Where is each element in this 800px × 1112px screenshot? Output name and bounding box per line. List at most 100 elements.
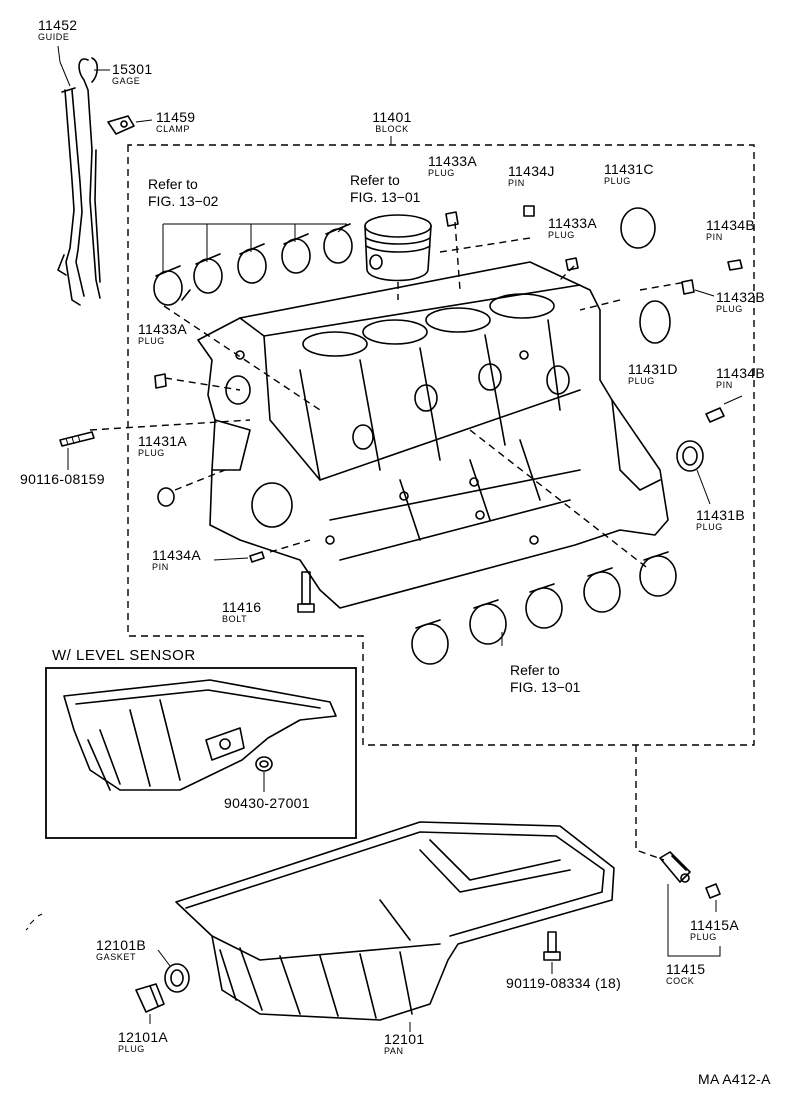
plug-12101a bbox=[135, 983, 165, 1013]
plug-11433a-top bbox=[445, 211, 459, 227]
part-number: 12101A bbox=[118, 1029, 169, 1045]
part-name: PLUG bbox=[548, 230, 575, 240]
part-name: CLAMP bbox=[156, 124, 191, 134]
part-name: PLUG bbox=[696, 522, 723, 532]
plug-11431c bbox=[620, 207, 656, 249]
part-name: PLUG bbox=[604, 176, 631, 186]
part-number: 11416 bbox=[222, 599, 262, 615]
reference-piston: Refer to FIG. 13−01 bbox=[350, 172, 420, 206]
reference-line: Refer to bbox=[350, 172, 400, 188]
callout-block-11401: 11401 BLOCK bbox=[370, 110, 414, 134]
part-number: 11431A bbox=[138, 433, 188, 449]
part-number: 12101 bbox=[384, 1031, 425, 1047]
plug-11431b bbox=[676, 440, 704, 472]
inset-oil-pan bbox=[63, 679, 337, 791]
bearing-dashed-leader bbox=[163, 305, 651, 571]
gasket-12101b bbox=[164, 963, 190, 993]
callout-plug-11415a: 11415A PLUG bbox=[690, 918, 739, 942]
reference-figure: FIG. 13−01 bbox=[350, 189, 421, 205]
reference-bearings-lower: Refer to FIG. 13−01 bbox=[510, 662, 580, 696]
part-number: 12101B bbox=[96, 937, 147, 953]
piston-part bbox=[364, 214, 432, 282]
part-name: PLUG bbox=[628, 376, 655, 386]
figure-code: MA A412-A bbox=[698, 1071, 771, 1087]
plug-11431d bbox=[639, 300, 671, 344]
part-number: 11434J bbox=[508, 163, 555, 179]
plug-11415a bbox=[705, 883, 721, 899]
callout-pin-11434b-top: 11434B PIN bbox=[706, 218, 755, 242]
level-sensor-inset-frame bbox=[45, 667, 357, 839]
part-number: 11432B bbox=[716, 289, 766, 305]
callout-plug-11431c: 11431C PLUG bbox=[604, 162, 654, 186]
part-number: 11459 bbox=[156, 109, 196, 125]
pin-11434j bbox=[523, 205, 535, 217]
upper-bearings bbox=[153, 223, 353, 306]
part-number: 90119-08334 (18) bbox=[506, 975, 622, 991]
oil-level-guide bbox=[57, 87, 85, 306]
bolt-90119 bbox=[543, 931, 561, 961]
callout-gage-15301: 15301 GAGE bbox=[112, 62, 152, 86]
reference-line: Refer to bbox=[510, 662, 560, 678]
cock-bracket bbox=[667, 884, 721, 957]
pin-11434b-leader bbox=[723, 395, 743, 405]
part-number: 11433A bbox=[138, 321, 188, 337]
reference-figure: FIG. 13−02 bbox=[148, 193, 219, 209]
callout-bolt-90119: 90119-08334 (18) bbox=[506, 976, 621, 990]
oil-level-gage bbox=[78, 57, 101, 299]
cylinder-block bbox=[197, 261, 669, 609]
callout-plug-11431a: 11431A PLUG bbox=[138, 434, 187, 458]
callout-dowel-90116: 90116-08159 bbox=[20, 472, 105, 486]
part-name: BOLT bbox=[222, 614, 248, 624]
callout-bolt-11416: 11416 BOLT bbox=[222, 600, 261, 624]
gasket-90430 bbox=[255, 756, 273, 772]
stray-marks bbox=[25, 913, 43, 931]
part-name: PIN bbox=[716, 380, 733, 390]
callout-plug-12101a: 12101A PLUG bbox=[118, 1030, 168, 1054]
part-name: PIN bbox=[706, 232, 723, 242]
lower-bearings bbox=[411, 551, 677, 665]
part-number: 11431D bbox=[628, 361, 678, 377]
clamp-leader bbox=[135, 119, 153, 123]
callout-clamp-11459: 11459 CLAMP bbox=[156, 110, 195, 134]
plug-dashed-leaders bbox=[89, 221, 687, 553]
pin-11434a bbox=[249, 551, 265, 563]
part-name: PIN bbox=[152, 562, 169, 572]
part-number: 11434A bbox=[152, 547, 202, 563]
part-name: PAN bbox=[384, 1046, 404, 1056]
callout-plug-11431d: 11431D PLUG bbox=[628, 362, 678, 386]
plug-11431b-leader bbox=[696, 469, 711, 505]
guide-leader bbox=[57, 45, 71, 87]
part-name: BLOCK bbox=[375, 124, 409, 134]
reference-figure: FIG. 13−01 bbox=[510, 679, 581, 695]
part-number: 11415 bbox=[666, 961, 706, 977]
callout-pin-11434j: 11434J PIN bbox=[508, 164, 555, 188]
part-number: 90430-27001 bbox=[224, 795, 310, 811]
inset-title: W/ LEVEL SENSOR bbox=[52, 647, 196, 664]
drain-cock bbox=[659, 851, 691, 883]
part-number: 15301 bbox=[112, 61, 153, 77]
part-name: GUIDE bbox=[38, 32, 70, 42]
piston-dashed-leader bbox=[397, 237, 531, 300]
part-name: GAGE bbox=[112, 76, 141, 86]
callout-plug-11433a-top: 11433A PLUG bbox=[428, 154, 477, 178]
reference-line: Refer to bbox=[148, 176, 198, 192]
upper-bearing-bracket bbox=[162, 223, 348, 272]
callout-pin-11434a: 11434A PIN bbox=[152, 548, 201, 572]
part-name: COCK bbox=[666, 976, 695, 986]
reference-bearings-upper: Refer to FIG. 13−02 bbox=[148, 176, 218, 210]
plug-11432b-leader bbox=[694, 289, 715, 297]
part-name: PIN bbox=[508, 178, 525, 188]
plug-11432b bbox=[681, 279, 695, 295]
block-group-boundary bbox=[127, 144, 755, 746]
callout-plug-11433a-left: 11433A PLUG bbox=[138, 322, 187, 346]
part-name: PLUG bbox=[716, 304, 743, 314]
callout-pan-12101: 12101 PAN bbox=[384, 1032, 424, 1056]
callout-plug-11433a-mid: 11433A PLUG bbox=[548, 216, 597, 240]
part-name: PLUG bbox=[138, 448, 165, 458]
part-number: 11434B bbox=[716, 365, 766, 381]
plug-11431a bbox=[157, 487, 175, 507]
pin-11434b-right bbox=[705, 407, 725, 423]
part-number: 11431B bbox=[696, 507, 746, 523]
part-number: 11431C bbox=[604, 161, 654, 177]
